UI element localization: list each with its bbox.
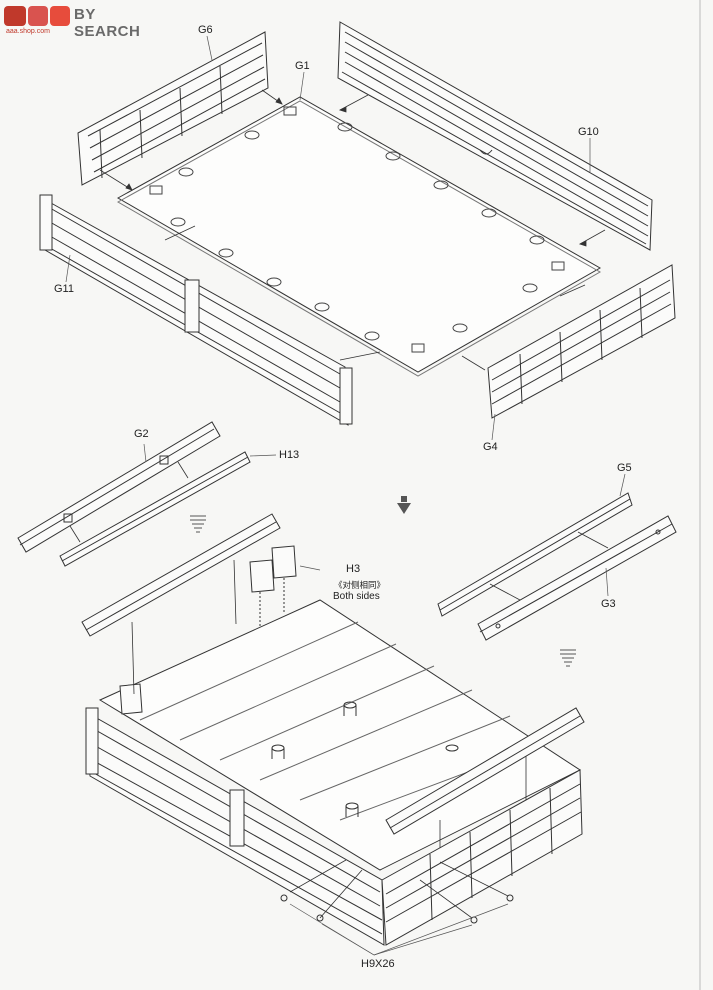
label-h9: H9X26 — [361, 958, 395, 970]
part-h13-rail — [59, 451, 251, 567]
g5-g3-arrow-2 — [577, 531, 609, 549]
part-g5-rail — [437, 492, 633, 617]
label-g11: G11 — [54, 283, 74, 295]
label-h3-note-cn: 《对侧相同》 — [334, 580, 386, 590]
striped-down-arrow-icon-2 — [560, 649, 576, 667]
h13-leader — [249, 454, 277, 457]
down-arrow-icon — [397, 496, 411, 514]
part-g2-rail — [17, 421, 221, 553]
watermark-site-text: BY SEARCH — [74, 6, 141, 40]
label-g6: G6 — [198, 24, 213, 36]
part-g3-rail — [477, 515, 677, 641]
part-h3-brackets — [249, 545, 321, 628]
striped-down-arrow-icon — [190, 515, 206, 533]
label-g1: G1 — [295, 60, 310, 72]
label-g2: G2 — [134, 428, 149, 440]
label-g10: G10 — [578, 126, 599, 138]
installed-rail-left — [81, 513, 281, 637]
label-h13: H13 — [279, 449, 300, 461]
label-g4: G4 — [483, 441, 498, 453]
label-h3-note-en: Both sides — [333, 591, 380, 602]
truck-bed-floor — [98, 599, 582, 871]
label-g3: G3 — [601, 598, 616, 610]
step1-leaders — [65, 35, 591, 441]
part-g6-side-board — [77, 31, 269, 186]
label-h3: H3 — [346, 563, 361, 575]
watermark-logo — [4, 6, 70, 26]
part-g1-floor-plate — [116, 96, 602, 377]
part-g4-end-board — [487, 264, 676, 419]
installed-h3-bracket — [119, 683, 143, 715]
part-h9-pins — [280, 894, 514, 956]
g2-leader — [143, 443, 147, 463]
g3-leader — [605, 567, 609, 597]
part-g10-side-board — [337, 21, 653, 251]
step1-guide-arrows — [99, 89, 606, 371]
installed-rail-right — [385, 707, 585, 835]
truck-bed-end-wall — [381, 769, 583, 946]
g5-g3-arrow — [489, 583, 521, 601]
g2-h13-arrow — [69, 525, 81, 543]
label-g5: G5 — [617, 462, 632, 474]
truck-bed-side-wall — [85, 707, 385, 946]
watermark-url: aaa.shop.com — [6, 28, 50, 35]
g5-leader — [619, 473, 626, 497]
part-g11-side-board — [39, 194, 353, 426]
g2-h13-arrow-2 — [177, 461, 189, 479]
step3-guide-lines — [131, 559, 527, 919]
